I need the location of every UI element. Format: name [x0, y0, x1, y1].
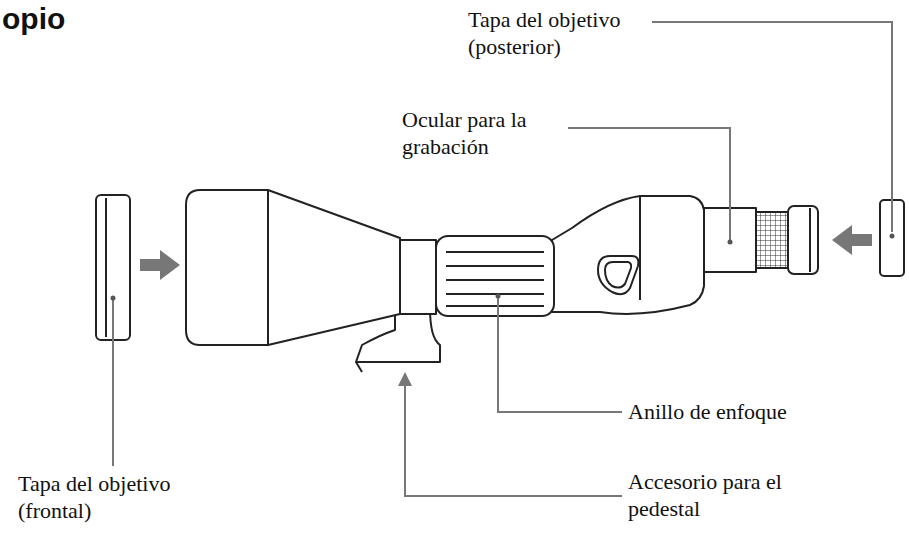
eyepiece-knurl	[756, 212, 788, 268]
tube-collar	[400, 240, 436, 314]
focus-ring	[436, 236, 554, 316]
leader-lines	[113, 22, 892, 496]
heading: opio	[2, 2, 65, 36]
assembly-arrow	[832, 225, 872, 255]
part-label: Accesorio para el pedestal	[628, 468, 828, 522]
objective-tube	[186, 190, 400, 345]
assembly-arrow	[140, 250, 180, 280]
leader-arrowhead	[398, 372, 412, 386]
body-recess	[598, 256, 638, 294]
body-recess-inner	[605, 262, 631, 288]
part-label: Anillo de enfoque	[628, 398, 888, 425]
scope-body	[552, 196, 704, 314]
eyecup	[788, 206, 818, 274]
part-label: Tapa del objetivo (posterior)	[468, 6, 650, 60]
part-label: Tapa del objetivo (frontal)	[18, 470, 208, 524]
focus-ring-ridges	[446, 252, 544, 306]
part-label: Ocular para la grabación	[402, 106, 566, 160]
